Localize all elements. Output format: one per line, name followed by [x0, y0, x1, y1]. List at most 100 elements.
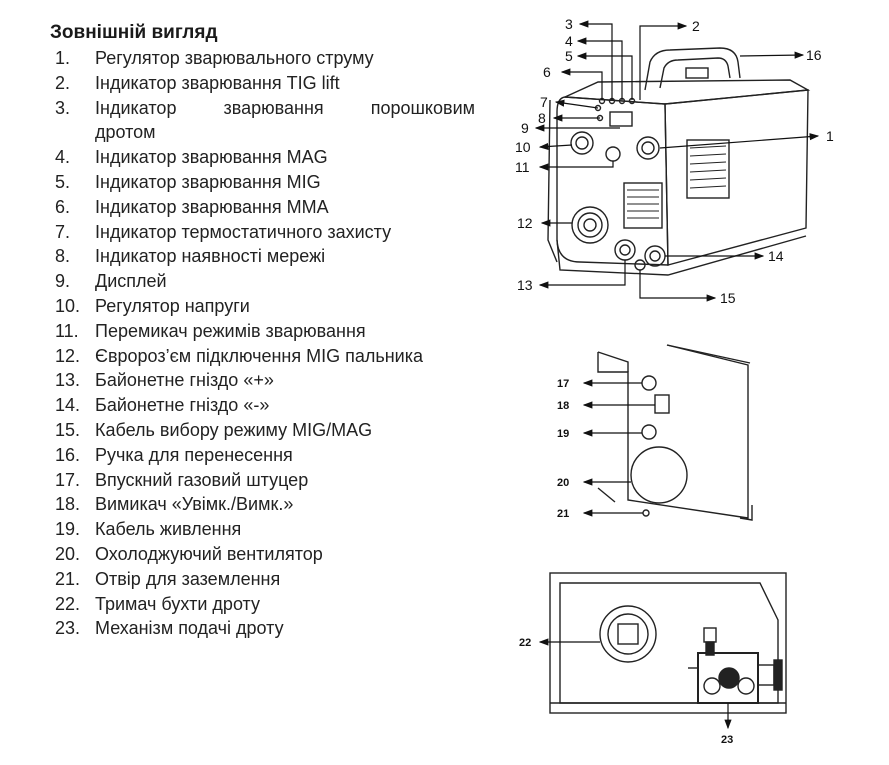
callout-17: 17 [557, 378, 569, 390]
item-number: 6. [55, 196, 71, 217]
item-text: Регулятор напруги [95, 295, 250, 316]
legend-item: 1. Регулятор зварювального струму [55, 46, 475, 71]
callout-12: 12 [517, 215, 533, 231]
item-text: Дисплей [95, 271, 167, 292]
item-text: Вимикач «Увімк./Вимк.» [95, 494, 294, 515]
legend-item: 23. Механізм подачі дроту [55, 616, 475, 641]
callout-19: 19 [557, 428, 569, 440]
callout-20: 20 [557, 477, 569, 489]
item-number: 13. [55, 370, 81, 391]
item-text: Індикатор зварювання порошковим [95, 97, 475, 118]
callout-22: 22 [519, 637, 531, 649]
callout-23: 23 [721, 734, 733, 746]
callout-6: 6 [543, 64, 551, 80]
callout-21: 21 [557, 508, 569, 520]
item-text: Ручка для перенесення [95, 444, 293, 465]
legend-item: 15. Кабель вибору режиму MIG/MAG [55, 418, 475, 443]
item-text: Впускний газовий штуцер [95, 469, 309, 490]
legend-item: 7. Індикатор термостатичного захисту [55, 220, 475, 245]
interior-view-leaders [538, 638, 732, 730]
section-title: Зовнішній вигляд [50, 22, 218, 43]
callout-2: 2 [692, 18, 700, 34]
item-number: 7. [55, 221, 71, 242]
item-text: Перемикач режимів зварювання [95, 320, 366, 341]
item-text: Охолоджуючий вентилятор [95, 543, 323, 564]
legend-item: 17. Впускний газовий штуцер [55, 468, 475, 493]
legend-item: 8. Індикатор наявності мережі [55, 244, 475, 269]
item-text: Індикатор зварювання MIG [95, 171, 321, 192]
item-number: 2. [55, 72, 71, 93]
item-text: Кабель живлення [95, 519, 242, 540]
legend-item: 19.Кабель живлення [55, 517, 475, 542]
legend-item: 22. Тримач бухти дроту [55, 592, 475, 617]
legend-item: 12. Євророз’єм підключення MIG пальника [55, 344, 475, 369]
item-text: Індикатор зварювання MAG [95, 147, 328, 168]
legend-item: 4. Індикатор зварювання MAG [55, 145, 475, 170]
item-number: 15. [55, 419, 81, 440]
legend-item: дротом [55, 120, 475, 145]
item-text: Тримач бухти дроту [95, 593, 261, 614]
item-number: 11. [55, 320, 79, 341]
callout-8: 8 [538, 110, 546, 126]
item-text: Індикатор зварювання TIG lift [95, 72, 340, 93]
legend-item: 9. Дисплей [55, 269, 475, 294]
item-text: Індикатор термостатичного захисту [95, 221, 392, 242]
callout-18: 18 [557, 400, 569, 412]
callout-13: 13 [517, 277, 533, 293]
callout-5: 5 [565, 48, 573, 64]
callout-1: 1 [826, 128, 834, 144]
item-number: 17. [55, 469, 81, 490]
legend-item: 5. Індикатор зварювання MIG [55, 170, 475, 195]
front-view-leaders [534, 20, 820, 302]
callout-16: 16 [806, 47, 822, 63]
callout-9: 9 [521, 120, 529, 136]
component-legend: 1. Регулятор зварювального струму 2. Індик… [55, 46, 475, 641]
front-view-callouts: 3 4 5 6 2 7 8 9 10 11 1 16 12 13 14 15 [515, 16, 834, 306]
interior-view-drawing [549, 572, 787, 714]
callout-4: 4 [565, 33, 573, 49]
item-number: 4. [55, 147, 71, 168]
callout-7: 7 [540, 94, 548, 110]
legend-item: 10. Регулятор напруги [55, 294, 475, 319]
item-number: 8. [55, 246, 71, 267]
item-number: 3. [55, 97, 71, 118]
legend-item: 20. Охолоджуючий вентилятор [55, 542, 475, 567]
item-number: 10. [55, 295, 81, 316]
item-number: 5. [55, 171, 71, 192]
item-number: 20. [55, 543, 81, 564]
item-text: Євророз’єм підключення MIG пальника [95, 345, 424, 366]
item-text: Індикатор зварювання MMA [95, 196, 329, 217]
item-number: 14. [55, 395, 81, 416]
item-number: 18. [55, 494, 81, 515]
callout-3: 3 [565, 16, 573, 32]
item-number: 12. [55, 345, 81, 366]
legend-item: 6. Індикатор зварювання MMA [55, 195, 475, 220]
item-number: 16. [55, 444, 81, 465]
item-number: 22. [55, 593, 81, 614]
item-number: 1. [55, 48, 71, 68]
legend-item: 11. Перемикач режимів зварювання [55, 319, 475, 344]
item-text: Механізм подачі дроту [95, 618, 284, 639]
callout-14: 14 [768, 248, 784, 264]
legend-item: 3. Індикатор зварювання порошковим [55, 96, 475, 121]
item-text: Кабель вибору режиму MIG/MAG [95, 419, 373, 440]
front-view-drawing [547, 47, 811, 276]
item-text: дротом [95, 122, 156, 143]
legend-item: 13. Байонетне гніздо «+» [55, 368, 475, 393]
callout-10: 10 [515, 139, 531, 155]
rear-view-leaders [582, 379, 655, 517]
legend-item: 16. Ручка для перенесення [55, 443, 475, 468]
interior-view-callouts: 22 23 [519, 637, 733, 746]
rear-view-drawing [597, 344, 753, 521]
legend-item: 21.Отвір для заземлення [55, 567, 475, 592]
item-text: Індикатор наявності мережі [95, 246, 326, 267]
item-number: 23. [55, 618, 81, 639]
callout-11: 11 [515, 159, 530, 175]
item-number: 21. [55, 568, 81, 589]
item-text: Байонетне гніздо «-» [95, 395, 270, 416]
item-text: Байонетне гніздо «+» [95, 370, 274, 391]
item-text: Регулятор зварювального струму [95, 48, 374, 68]
legend-item: 2. Індикатор зварювання TIG lift [55, 71, 475, 96]
item-number: 9. [55, 271, 71, 292]
